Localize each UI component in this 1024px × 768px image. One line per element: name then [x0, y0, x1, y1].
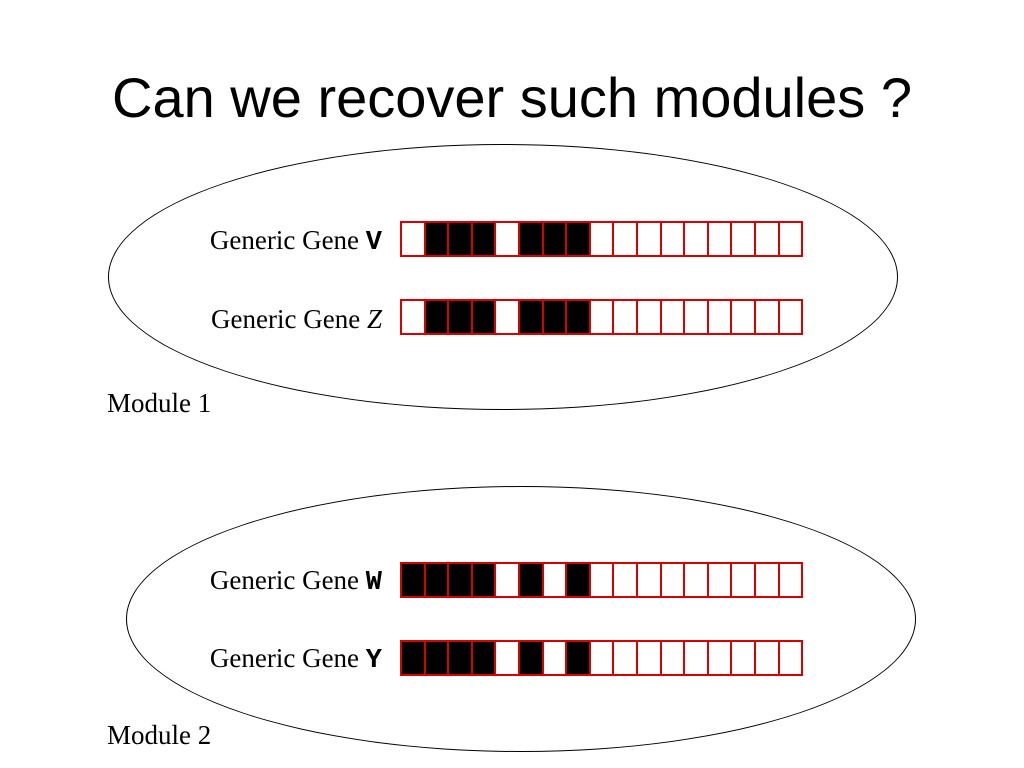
expression-cell — [494, 299, 520, 335]
gene-v-prefix: Generic Gene — [209, 225, 360, 255]
expression-cell — [423, 221, 450, 257]
expression-cell — [565, 221, 591, 257]
expression-cell — [494, 562, 520, 598]
expression-cell — [447, 562, 473, 598]
gene-z-prefix: Generic Gene — [211, 304, 361, 334]
expression-cell — [683, 562, 709, 598]
gene-z-expression-row — [400, 299, 804, 335]
expression-cell — [635, 221, 662, 257]
expression-cell — [635, 299, 662, 335]
expression-cell — [588, 562, 615, 598]
gene-v-name: V — [365, 228, 382, 258]
expression-cell — [470, 299, 497, 335]
expression-cell — [612, 221, 638, 257]
expression-cell — [635, 562, 662, 598]
expression-cell — [565, 640, 591, 676]
expression-cell — [565, 562, 591, 598]
expression-cell — [683, 299, 709, 335]
expression-cell — [588, 640, 615, 676]
expression-cell — [400, 221, 426, 257]
expression-cell — [470, 640, 497, 676]
expression-cell — [612, 299, 638, 335]
expression-cell — [447, 221, 473, 257]
expression-cell — [423, 640, 450, 676]
expression-cell — [517, 221, 544, 257]
expression-cell — [588, 221, 615, 257]
expression-cell — [706, 299, 733, 335]
expression-cell — [730, 562, 756, 598]
expression-cell — [612, 562, 638, 598]
expression-cell — [494, 221, 520, 257]
gene-z-label: Generic Gene Z — [142, 303, 382, 335]
gene-v-label: Generic Gene V — [142, 224, 382, 259]
expression-cell — [683, 640, 709, 676]
expression-cell — [777, 562, 804, 598]
expression-cell — [494, 640, 520, 676]
expression-cell — [753, 299, 780, 335]
expression-cell — [447, 299, 473, 335]
expression-cell — [400, 640, 426, 676]
expression-cell — [517, 562, 544, 598]
expression-cell — [612, 640, 638, 676]
module-2-label: Module 2 — [107, 720, 212, 750]
expression-cell — [400, 562, 426, 598]
expression-cell — [706, 221, 733, 257]
gene-w-name: W — [365, 568, 382, 598]
expression-cell — [777, 640, 804, 676]
gene-w-prefix: Generic Gene — [209, 565, 360, 595]
expression-cell — [541, 640, 568, 676]
gene-w-expression-row — [400, 562, 804, 598]
expression-cell — [777, 221, 804, 257]
expression-cell — [541, 221, 568, 257]
gene-w-label: Generic Gene W — [142, 564, 382, 599]
expression-cell — [777, 299, 804, 335]
expression-cell — [683, 221, 709, 257]
expression-cell — [423, 562, 450, 598]
expression-cell — [659, 640, 686, 676]
expression-cell — [753, 562, 780, 598]
expression-cell — [753, 221, 780, 257]
gene-y-name: Y — [365, 646, 382, 676]
expression-cell — [517, 640, 544, 676]
expression-cell — [730, 299, 756, 335]
expression-cell — [470, 221, 497, 257]
expression-cell — [706, 640, 733, 676]
expression-cell — [659, 299, 686, 335]
gene-y-prefix: Generic Gene — [209, 643, 360, 673]
expression-cell — [447, 640, 473, 676]
module-1-ellipse — [108, 144, 898, 410]
expression-cell — [753, 640, 780, 676]
module-1-label: Module 1 — [107, 388, 212, 418]
expression-cell — [588, 299, 615, 335]
gene-v-expression-row — [400, 221, 804, 257]
slide-title: Can we recover such modules ? — [112, 66, 912, 129]
gene-y-label: Generic Gene Y — [142, 642, 382, 677]
expression-cell — [470, 562, 497, 598]
expression-cell — [517, 299, 544, 335]
expression-cell — [730, 640, 756, 676]
expression-cell — [659, 562, 686, 598]
expression-cell — [565, 299, 591, 335]
gene-y-expression-row — [400, 640, 804, 676]
expression-cell — [541, 299, 568, 335]
expression-cell — [730, 221, 756, 257]
expression-cell — [423, 299, 450, 335]
expression-cell — [400, 299, 426, 335]
expression-cell — [706, 562, 733, 598]
expression-cell — [659, 221, 686, 257]
expression-cell — [635, 640, 662, 676]
expression-cell — [541, 562, 568, 598]
module-2-ellipse — [126, 486, 916, 752]
gene-z-name: Z — [366, 304, 382, 334]
